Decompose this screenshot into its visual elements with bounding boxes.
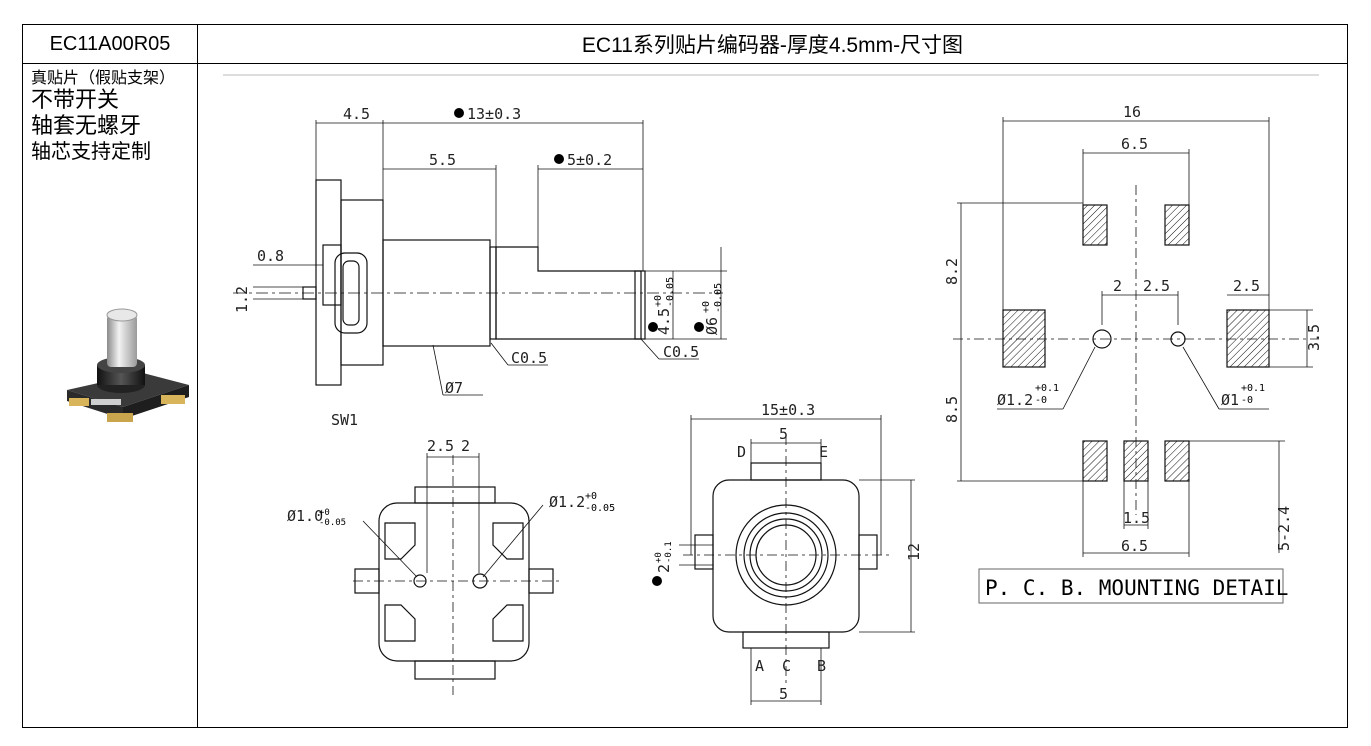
dim-5-2-4: 5-2.4 (1275, 506, 1293, 551)
dim-chamfer-2: C0.5 (663, 343, 699, 361)
product-notes: 真贴片（假贴支架） 不带开关 轴套无螺牙 轴芯支持定制 (31, 68, 197, 163)
tol-2-low: -0.1 (664, 541, 674, 563)
dia-shaft: 4.5 (655, 308, 673, 335)
dim-16: 16 (1123, 103, 1141, 121)
dim-2-5-center: 2.5 (1143, 277, 1170, 295)
note-switch: 不带开关 (31, 87, 120, 113)
dia-shaft-tol-low: -0.05 (665, 277, 676, 307)
pin-c: C (782, 657, 791, 675)
tol-2: 2 (655, 564, 673, 573)
encoder-photo (67, 308, 189, 422)
sw1-label: SW1 (331, 411, 358, 429)
pin-a: A (755, 657, 764, 675)
dim-0-8: 0.8 (257, 247, 284, 265)
dim-chamfer-1: C0.5 (511, 349, 547, 367)
dim-2-5-bottom: 2.5 (427, 437, 454, 455)
pcb-mounting-label: P. C. B. MOUNTING DETAIL (985, 576, 1288, 600)
hole-right: Ø1.2 (549, 493, 585, 511)
pcb-hole-right: Ø1 (1221, 391, 1239, 409)
dim-6-5-bottom: 6.5 (1121, 537, 1148, 555)
dia-shaft-tol-up: +0 (653, 295, 664, 307)
dim-13: 13±0.3 (467, 105, 521, 123)
dim-5-top: 5 (779, 425, 788, 443)
bottom-view (353, 453, 563, 695)
spec-sheet: EC11A00R05 EC11系列贴片编码器-厚度4.5mm-尺寸图 真贴片（假… (22, 24, 1348, 728)
dim-2-bottom: 2 (461, 437, 470, 455)
side-view (233, 120, 727, 396)
tol-2-up: +0 (654, 552, 664, 563)
dim-5-5: 5.5 (429, 151, 456, 169)
pin-e: E (819, 443, 828, 461)
hole-right-tol-low: -0.05 (585, 503, 615, 514)
dim-8-2: 8.2 (943, 258, 961, 285)
dia-sleeve-tol-up: +0 (701, 301, 712, 313)
hole-left-tol-low: -0.05 (319, 518, 346, 528)
dim-diameter-7: Ø7 (445, 379, 463, 397)
dia-sleeve-tol-low: -0.05 (713, 283, 724, 313)
dim-15: 15±0.3 (761, 401, 815, 419)
dim-4-5: 4.5 (343, 105, 370, 123)
front-view-labels: 15±0.3 5 12 5 D E A C B 2 +0 -0.1 (652, 401, 923, 703)
hole-right-tol-up: +0 (585, 491, 597, 502)
bottom-view-labels: 2.5 2 Ø1.0 +0 -0.05 Ø1.2 +0 -0.05 (287, 437, 615, 528)
note-custom: 轴芯支持定制 (31, 138, 151, 163)
hole-left: Ø1.0 (287, 507, 323, 525)
note-smd: 真贴片（假贴支架） (31, 68, 176, 87)
dimension-drawings: 4.5 13±0.3 5.5 5±0.2 0.8 1.2 Ø7 C0.5 C0.… (223, 74, 1323, 705)
pcb-labels: 16 6.5 8.2 8.5 2 2.5 2.5 3.5 1.5 6.5 5-2… (943, 103, 1323, 604)
dim-6-5-top: 6.5 (1121, 135, 1148, 153)
pcb-hole-right-tol-up: +0.1 (1241, 383, 1265, 394)
hole-left-tol-up: +0 (319, 508, 330, 518)
dia-sleeve: Ø6 (703, 317, 721, 335)
pcb-hole-left-tol-low: -0 (1035, 395, 1047, 406)
dim-12: 12 (905, 543, 923, 561)
dim-8-5: 8.5 (943, 396, 961, 423)
pcb-hole-left-tol-up: +0.1 (1035, 383, 1059, 394)
pin-b: B (817, 657, 826, 675)
note-thread: 轴套无螺牙 (31, 113, 142, 139)
column-divider (197, 25, 198, 727)
drawing-title: EC11系列贴片编码器-厚度4.5mm-尺寸图 (581, 34, 964, 57)
pin-d: D (737, 443, 746, 461)
pcb-layout (953, 117, 1319, 557)
header-divider (23, 63, 1347, 64)
dim-5: 5±0.2 (567, 151, 612, 169)
dim-3-5: 3.5 (1305, 324, 1323, 351)
pcb-hole-right-tol-low: -0 (1241, 395, 1253, 406)
pcb-hole-left: Ø1.2 (997, 391, 1033, 409)
dim-1-2: 1.2 (233, 286, 251, 313)
dim-2-5-pad: 2.5 (1233, 277, 1260, 295)
part-number: EC11A00R05 (49, 32, 171, 55)
dim-1-5: 1.5 (1123, 509, 1150, 527)
dim-2: 2 (1113, 277, 1122, 295)
front-view (679, 415, 915, 705)
side-view-labels: 4.5 13±0.3 5.5 5±0.2 0.8 1.2 Ø7 C0.5 C0.… (233, 105, 724, 429)
dim-5-bottom: 5 (779, 685, 788, 703)
